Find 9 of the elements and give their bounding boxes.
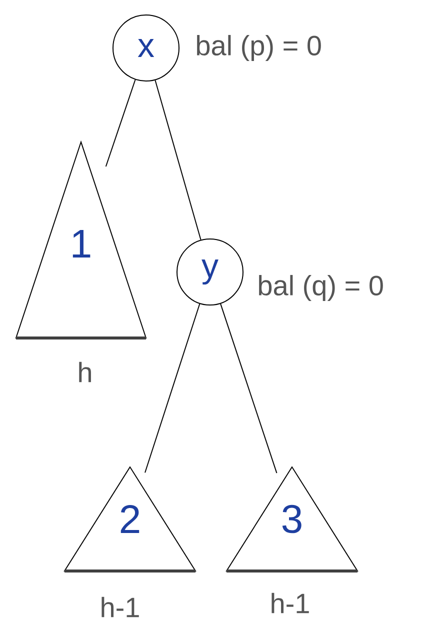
tree-edge xyxy=(154,80,202,240)
node-annotation: h-1 xyxy=(272,592,309,614)
node-annotation: bal (p) = 0 xyxy=(197,34,321,62)
node-annotation: bal (q) = 0 xyxy=(259,274,383,302)
tree-edge xyxy=(144,303,200,474)
node-annotation: h xyxy=(79,362,91,382)
node-annotation: h-1 xyxy=(102,596,139,618)
tree-edge xyxy=(105,79,136,167)
tree-edge xyxy=(220,303,278,474)
